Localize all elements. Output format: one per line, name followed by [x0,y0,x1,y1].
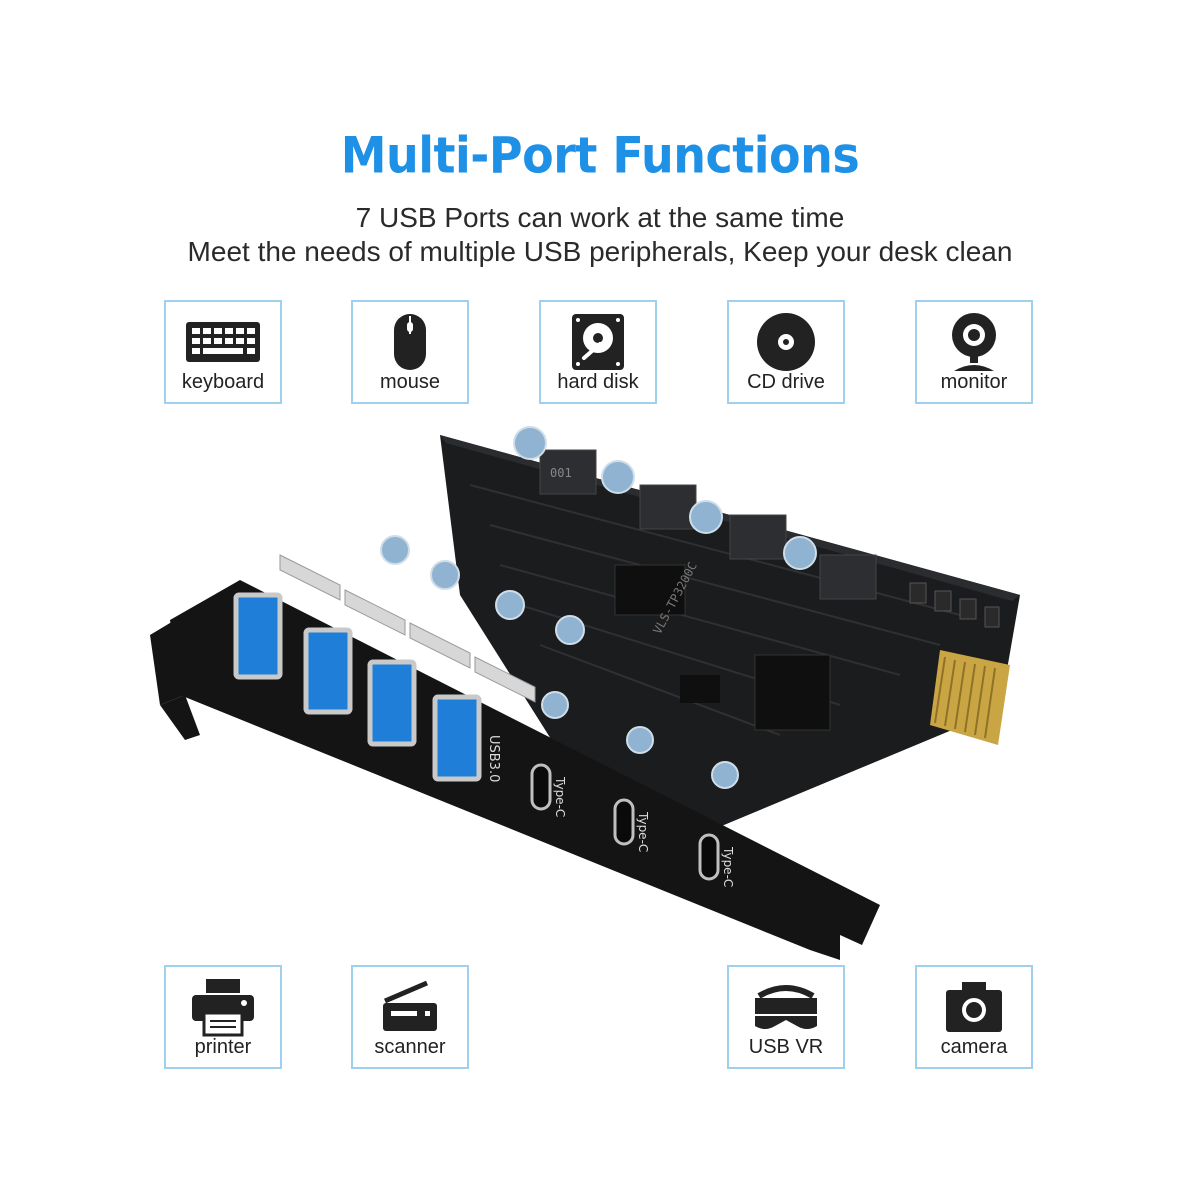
cd-drive-icon [729,310,843,374]
pcie-usb-card: 001 VLS-TP3200C [140,405,1040,965]
printer-icon [166,975,280,1039]
device-label: camera [940,1036,1008,1058]
mouse-icon [353,310,467,374]
device-card-camera: camera [915,965,1033,1069]
device-card-usb-vr: USB VR [727,965,845,1069]
device-label: hard disk [557,371,639,393]
device-card-cd-drive: CD drive [727,300,845,404]
scanner-icon [353,975,467,1039]
vr-headset-icon [729,975,843,1039]
device-card-scanner: scanner [351,965,469,1069]
subtitle-line-1: 7 USB Ports can work at the same time [355,202,845,233]
subtitle-line-2: Meet the needs of multiple USB periphera… [187,236,1013,267]
page-title: Multi-Port Functions [340,125,860,185]
usb3-label: USB3.0 [486,735,501,782]
device-label: keyboard [181,371,265,393]
type-c-ports [530,763,720,881]
hard-disk-icon [541,310,655,374]
typec-label-1: Type-C [553,776,567,817]
device-label: mouse [379,371,441,393]
device-label: scanner [374,1036,446,1058]
pcie-connector [930,650,1010,745]
device-card-keyboard: keyboard [164,300,282,404]
typec-label-2: Type-C [636,811,650,852]
device-label: USB VR [748,1036,824,1058]
device-label: printer [194,1036,252,1058]
svg-text:001: 001 [550,466,572,480]
keyboard-icon [166,310,280,374]
webcam-icon [917,310,1031,374]
typec-label-3: Type-C [721,846,735,887]
device-card-monitor: monitor [915,300,1033,404]
device-card-hard-disk: hard disk [539,300,657,404]
device-label: monitor [940,371,1008,393]
camera-icon [917,975,1031,1039]
device-card-printer: printer [164,965,282,1069]
device-card-mouse: mouse [351,300,469,404]
inductor-group: 001 [539,449,877,600]
device-label: CD drive [747,371,825,393]
usb-a-ports [233,554,536,782]
